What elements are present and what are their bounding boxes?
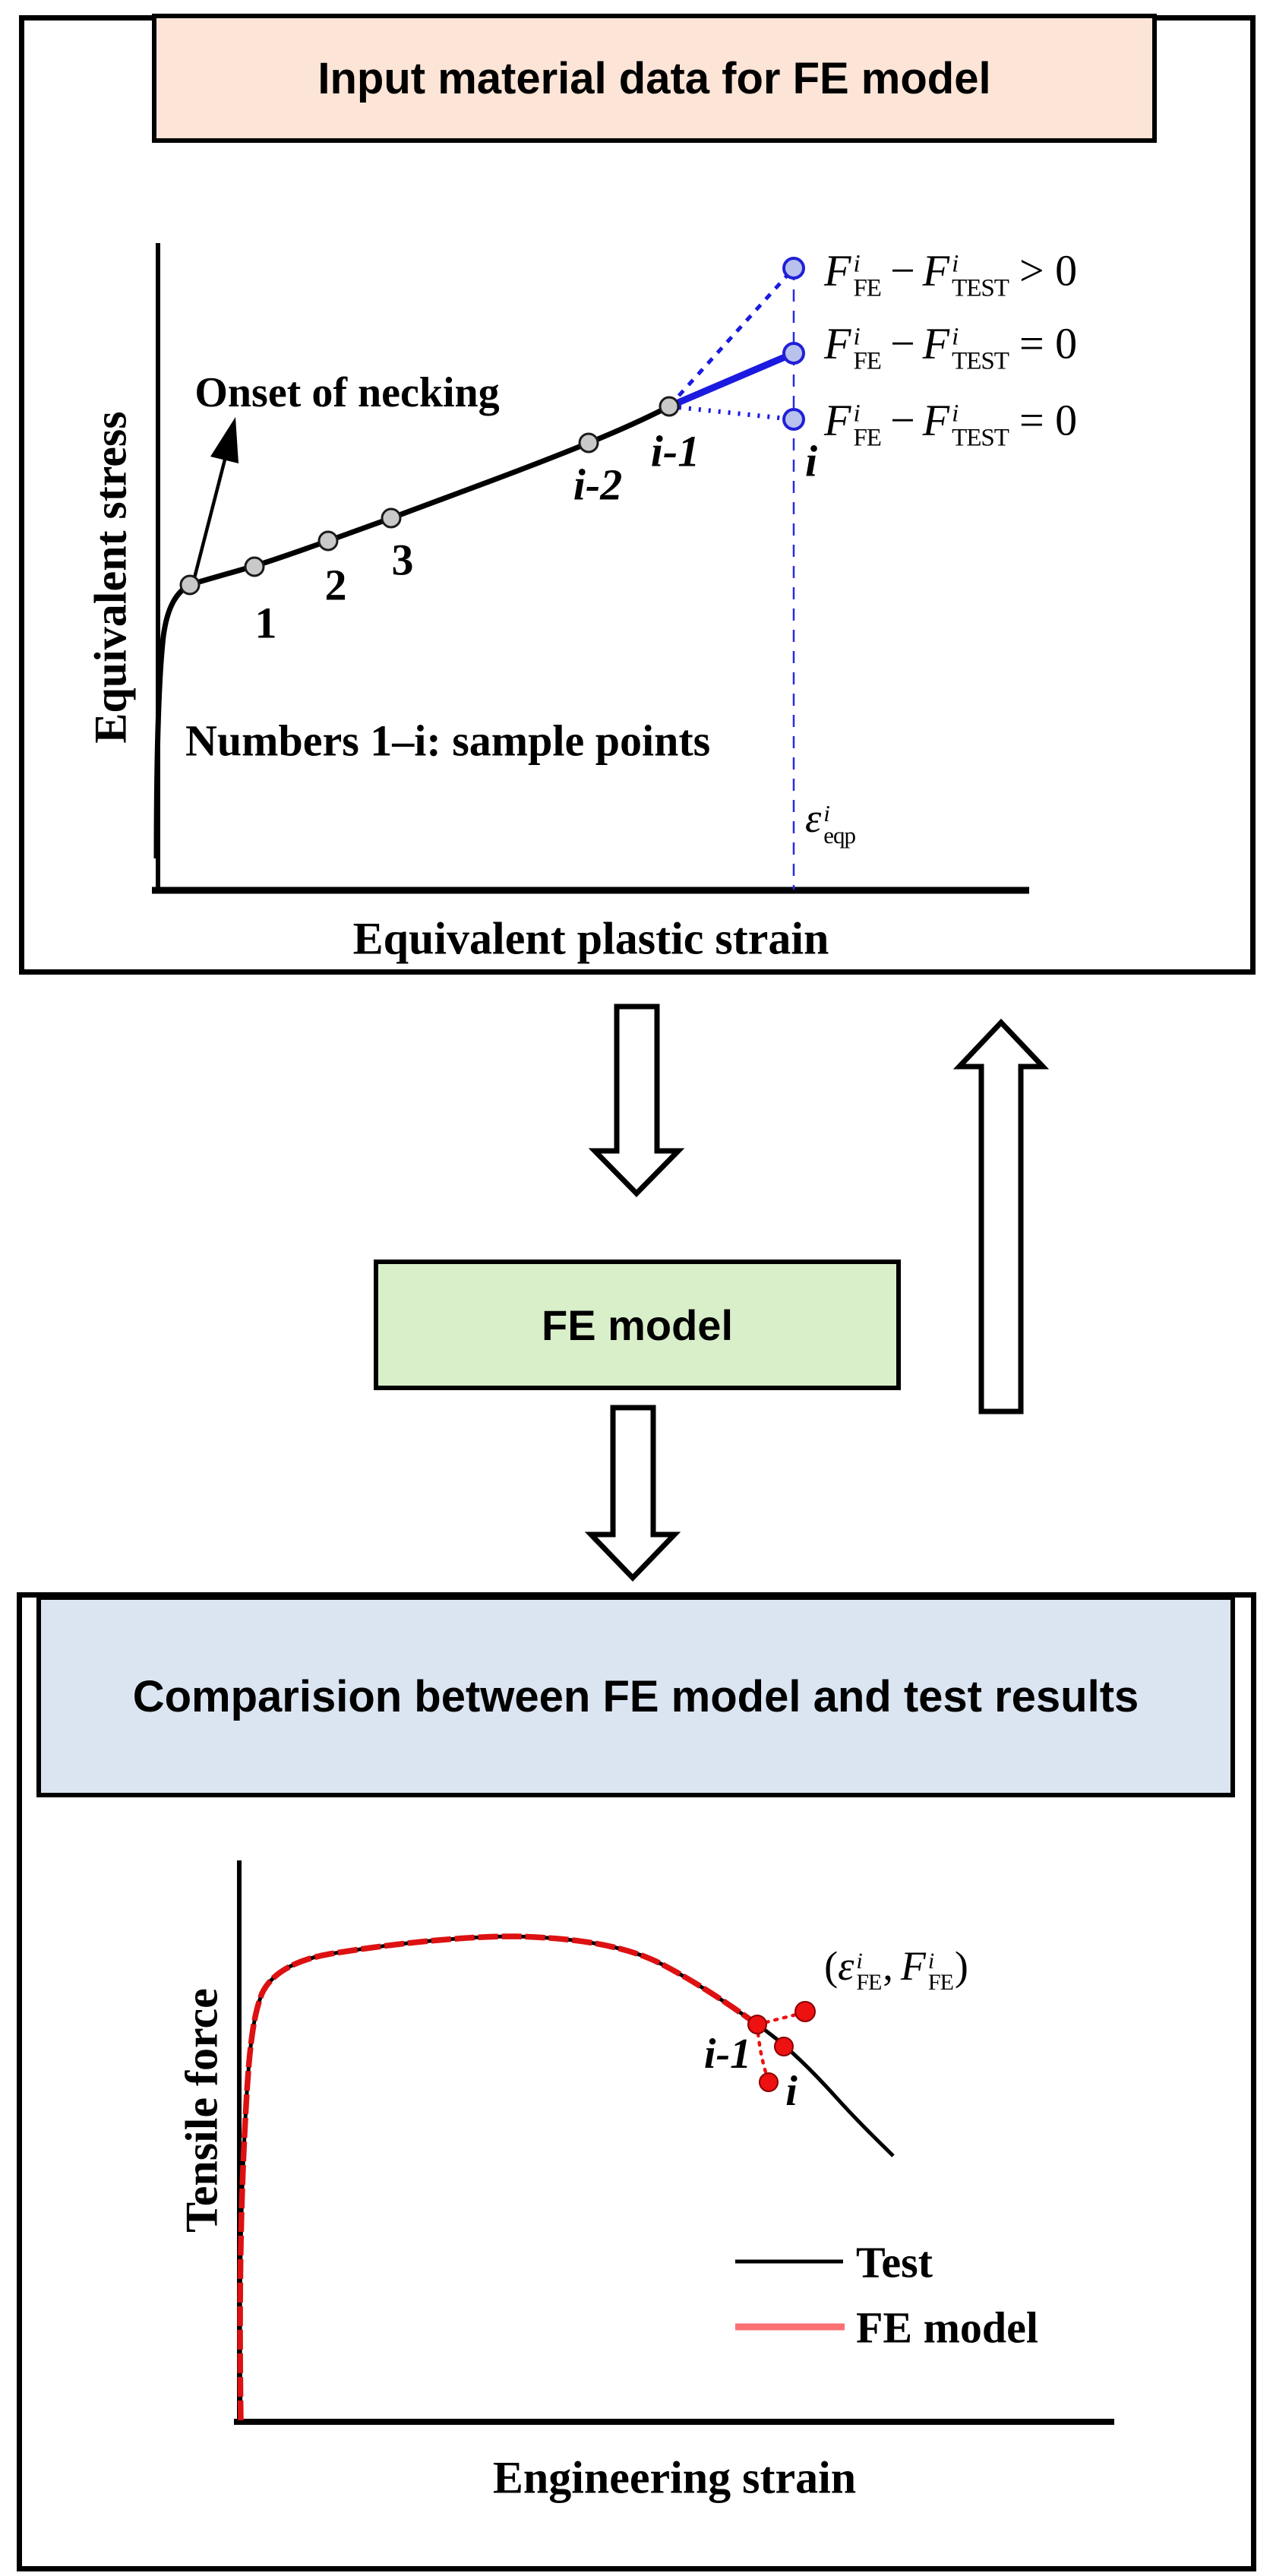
coord-F-sup: i bbox=[927, 1948, 935, 1974]
bottom-y-axis-label: Tensile force bbox=[176, 1988, 227, 2233]
paren-open: ( bbox=[824, 1943, 839, 1989]
comparison-title-box: Comparision between FE model and test re… bbox=[36, 1595, 1235, 1797]
coord-F-sub: FE bbox=[927, 1970, 954, 1995]
fe-model-box: FE model bbox=[374, 1260, 901, 1390]
minus-sign: − bbox=[889, 245, 915, 296]
formula-sub-test: TEST bbox=[952, 347, 1009, 375]
formula-sup: i bbox=[853, 250, 861, 278]
formula-F: F bbox=[824, 245, 851, 296]
formula-F: F bbox=[922, 318, 950, 368]
formula-sub-fe: FE bbox=[853, 274, 882, 302]
sample-label-i: i bbox=[804, 436, 818, 486]
formula-sup: i bbox=[853, 400, 861, 428]
legend-lines bbox=[735, 2259, 845, 2331]
comma: , bbox=[883, 1943, 893, 1989]
formula-sup: i bbox=[853, 323, 861, 351]
fe-model-curve bbox=[237, 1933, 760, 2421]
formula-F: F bbox=[922, 395, 950, 445]
formula-relation: = 0 bbox=[1019, 395, 1078, 445]
eps-base: ε bbox=[805, 795, 822, 841]
formula-F: F bbox=[824, 318, 851, 368]
legend-label-fe-model: FE model bbox=[856, 2303, 1039, 2353]
input-data-title-box: Input material data for FE model bbox=[152, 14, 1157, 143]
sample-label-i-2: i-2 bbox=[573, 460, 623, 510]
coord-eps-sup: i bbox=[856, 1948, 863, 1974]
formula-sup: i bbox=[952, 400, 959, 428]
blue-trial-lines bbox=[668, 267, 795, 890]
formula-sup: i bbox=[952, 323, 959, 351]
blue-trial-points bbox=[782, 257, 805, 431]
coord-eps: ε bbox=[838, 1943, 854, 1989]
necking-label: Onset of necking bbox=[194, 369, 500, 416]
red-trial-points bbox=[747, 2001, 816, 2092]
down-arrow-1 bbox=[588, 1004, 685, 1197]
coord-eps-sub: FE bbox=[856, 1970, 882, 1995]
formula-relation: = 0 bbox=[1019, 318, 1078, 368]
sample-label-2: 2 bbox=[324, 560, 347, 610]
formula-sub-fe: FE bbox=[853, 347, 882, 375]
sample-label-i-1: i-1 bbox=[650, 426, 700, 476]
minus-sign: − bbox=[889, 318, 915, 368]
minus-sign: − bbox=[889, 395, 915, 445]
formula-sub-test: TEST bbox=[952, 424, 1009, 451]
sample-points-note: Numbers 1–i: sample points bbox=[185, 716, 711, 766]
input-data-title: Input material data for FE model bbox=[317, 53, 991, 103]
sample-points bbox=[179, 396, 680, 596]
formula-sup: i bbox=[952, 250, 959, 278]
down-arrow-2 bbox=[584, 1405, 681, 1582]
paren-close: ) bbox=[954, 1943, 968, 1989]
sample-label-1: 1 bbox=[254, 598, 277, 648]
coord-F: F bbox=[900, 1943, 926, 1989]
bottom-label-i: i bbox=[785, 2068, 798, 2115]
comparison-title: Comparision between FE model and test re… bbox=[132, 1671, 1139, 1721]
sample-label-3: 3 bbox=[391, 535, 414, 585]
bottom-x-axis-label: Engineering strain bbox=[492, 2452, 857, 2503]
formula-F: F bbox=[922, 245, 950, 296]
top-y-axis-label: Equivalent stress bbox=[85, 411, 136, 744]
formula-relation: > 0 bbox=[1019, 245, 1078, 296]
top-outer-box bbox=[19, 15, 1256, 975]
bottom-label-i-1: i-1 bbox=[703, 2031, 752, 2078]
up-arrow bbox=[952, 1018, 1050, 1414]
fe-model-label: FE model bbox=[541, 1301, 734, 1349]
eps-sub: eqp bbox=[823, 822, 856, 849]
eps-sup: i bbox=[823, 799, 830, 827]
formula-F: F bbox=[824, 395, 851, 445]
hardening-curve bbox=[153, 403, 671, 859]
necking-arrow bbox=[188, 417, 238, 593]
formula-sub-test: TEST bbox=[952, 274, 1009, 302]
top-x-axis-label: Equivalent plastic strain bbox=[352, 913, 829, 964]
legend-label-test: Test bbox=[856, 2237, 933, 2287]
formula-sub-fe: FE bbox=[853, 424, 882, 451]
